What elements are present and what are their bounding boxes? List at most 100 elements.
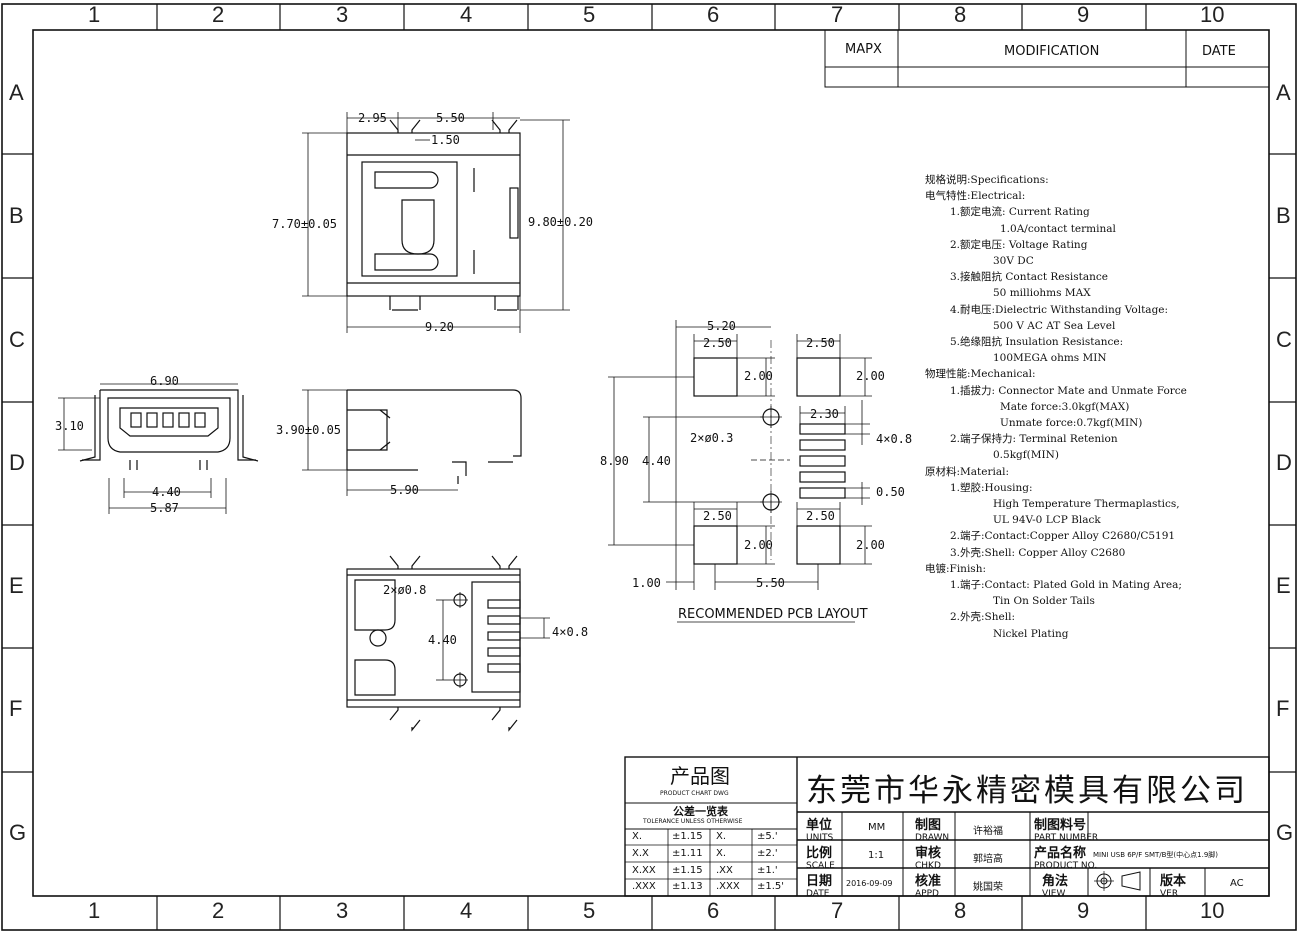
spec-line: High Temperature Thermaplastics,	[993, 498, 1180, 511]
spec-line: 5.绝缘阻抗 Insulation Resistance:	[950, 336, 1124, 349]
date-value: 2016-09-09	[846, 879, 893, 888]
zone-row-c: C	[9, 327, 25, 352]
spec-line: Nickel Plating	[993, 627, 1069, 640]
tol-r1-c2: ±1.15	[672, 831, 703, 842]
spec-line: UL 94V-0 LCP Black	[993, 514, 1101, 527]
spec-line: 2.额定电压: Voltage Rating	[950, 238, 1088, 251]
zone-col-7: 7	[831, 2, 844, 27]
spec-line: 1.0A/contact terminal	[1000, 222, 1116, 235]
zone-col-4: 4	[460, 2, 473, 27]
spec-line: 2.端子保持力: Terminal Retenion	[950, 433, 1118, 446]
dim-top-1-50: 1.50	[431, 133, 460, 147]
dim-pcb-5-20: 5.20	[707, 319, 736, 333]
zone-row-c-right: C	[1276, 327, 1292, 352]
rev-date-header: DATE	[1202, 44, 1236, 59]
tol-r2-c2: ±1.11	[672, 848, 703, 859]
specifications-block: 规格说明:Specifications:电气特性:Electrical:1.额定…	[925, 172, 1275, 642]
tol-r4-c2: ±1.13	[672, 881, 703, 892]
zone-col-3-bottom: 3	[336, 898, 349, 923]
zone-col-7-bottom: 7	[831, 898, 844, 923]
spec-line: 1.端子:Contact: Plated Gold in Mating Area…	[950, 579, 1182, 592]
zone-col-8-bottom: 8	[954, 898, 967, 923]
dim-side-3-90: 3.90±0.05	[276, 423, 342, 437]
rev-modification-header: MODIFICATION	[1004, 44, 1100, 59]
dim-front-6-90: 6.90	[150, 374, 179, 388]
spec-line: 原材料:Material:	[925, 465, 1010, 478]
zone-col-10: 10	[1200, 2, 1225, 27]
zone-row-e-right: E	[1276, 573, 1291, 598]
zone-col-8: 8	[954, 2, 967, 27]
dim-top-2-95: 2.95	[358, 111, 387, 125]
tol-r1-c1: X.	[632, 831, 643, 842]
zone-col-9: 9	[1077, 2, 1090, 27]
zone-col-10-bottom: 10	[1200, 898, 1225, 923]
spec-line: Unmate force:0.7kgf(MIN)	[1000, 417, 1143, 430]
dim-pcb-2-50-d: 2.50	[806, 509, 835, 523]
zone-row-a: A	[9, 80, 24, 105]
tol-r1-c4: ±5.'	[757, 831, 778, 842]
zone-col-1: 1	[88, 2, 101, 27]
dim-bottom-4x0-8: 4×0.8	[552, 625, 589, 639]
tol-r3-c1: X.XX	[632, 865, 656, 876]
dim-front-5-87: 5.87	[150, 501, 179, 515]
revision-block	[824, 29, 1270, 88]
dim-top-7-70: 7.70±0.05	[272, 217, 338, 231]
check-value: 郭培高	[973, 854, 1003, 865]
zone-row-f: F	[9, 696, 23, 721]
dim-pcb-4x0-8: 4×0.8	[876, 432, 913, 446]
dim-pcb-2-00-d: 2.00	[856, 538, 885, 552]
outer-frame	[1, 3, 1297, 931]
zone-col-5-bottom: 5	[583, 898, 596, 923]
zone-row-f-right: F	[1276, 696, 1290, 721]
spec-line: 规格说明:Specifications:	[925, 174, 1049, 186]
dim-pcb-5-50: 5.50	[756, 576, 785, 590]
tol-r2-c4: ±2.'	[757, 848, 778, 859]
dim-pcb-2-00-b: 2.00	[856, 369, 885, 383]
spec-line: 0.5kgf(MIN)	[993, 449, 1059, 462]
dim-pcb-holes: 2×ø0.3	[690, 431, 734, 445]
dim-pcb-1-00: 1.00	[632, 576, 661, 590]
zone-row-b: B	[9, 203, 24, 228]
spec-line: 电镀:Finish:	[925, 562, 986, 575]
zone-row-e: E	[9, 573, 24, 598]
pcb-layout-title: RECOMMENDED PCB LAYOUT	[678, 607, 868, 622]
spec-line: 物理性能:Mechanical:	[925, 368, 1036, 381]
front-view	[58, 383, 259, 514]
dim-bottom-holes: 2×ø0.8	[383, 583, 427, 597]
spec-line: 1.塑胶:Housing:	[950, 481, 1033, 494]
dim-pcb-8-90: 8.90	[600, 454, 629, 468]
spec-line: 30V DC	[993, 255, 1034, 268]
dim-pcb-2-30: 2.30	[810, 407, 839, 421]
dim-pcb-4-40: 4.40	[642, 454, 671, 468]
dim-front-3-10: 3.10	[55, 419, 84, 433]
zone-row-g-right: G	[1276, 820, 1294, 845]
spec-line: 2.外壳:Shell:	[950, 611, 1015, 624]
dim-top-9-80: 9.80±0.20	[528, 215, 594, 229]
zone-row-a-right: A	[1276, 80, 1291, 105]
spec-line: 100MEGA ohms MIN	[993, 352, 1107, 365]
zone-col-2-bottom: 2	[212, 898, 225, 923]
pcb-layout	[608, 320, 872, 623]
dim-pcb-2-00-a: 2.00	[744, 369, 773, 383]
zone-col-2: 2	[212, 2, 225, 27]
title-block	[624, 756, 1270, 897]
tolerance-subtitle: TOLERANCE UNLESS OTHERWISE	[643, 818, 743, 825]
spec-line: Mate force:3.0kgf(MAX)	[1000, 400, 1130, 413]
spec-line: 1.额定电流: Current Rating	[950, 206, 1090, 219]
top-view	[302, 112, 570, 333]
approved-value: 姚国荣	[973, 882, 1003, 893]
zone-col-3: 3	[336, 2, 349, 27]
dim-pcb-2-50-b: 2.50	[806, 336, 835, 350]
tol-r3-c4: ±1.'	[757, 865, 778, 876]
dim-top-9-20: 9.20	[425, 320, 454, 334]
product-chart-en: PRODUCT CHART DWG	[660, 790, 729, 797]
tol-r4-c3: .XXX	[716, 881, 740, 892]
tol-r3-c3: .XX	[716, 865, 733, 876]
